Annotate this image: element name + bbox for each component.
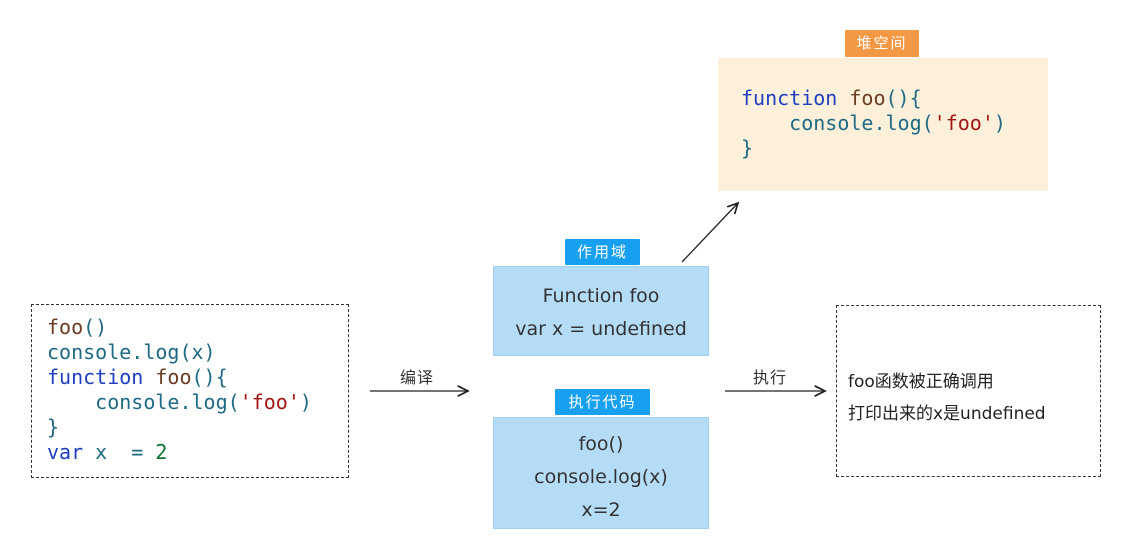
heap-code-token xyxy=(837,86,849,110)
source-code-token: (x) xyxy=(179,340,216,364)
source-code-line: console.log('foo') xyxy=(47,390,312,415)
source-code-box: foo()console.log(x)function foo(){ conso… xyxy=(31,304,349,478)
heap-box: function foo(){ console.log('foo')} xyxy=(718,58,1048,191)
source-code-token: } xyxy=(47,415,60,439)
source-code-token: 'foo' xyxy=(239,390,300,414)
exec-line-1: foo() xyxy=(578,433,624,455)
scope-tag: 作用域 xyxy=(565,239,640,265)
result-line-1: foo函数被正确调用 xyxy=(848,372,994,392)
heap-code-token: foo xyxy=(849,86,886,110)
exec-code-tag: 执行代码 xyxy=(555,389,650,415)
source-code-line: foo() xyxy=(47,315,312,340)
heap-code-token: log( xyxy=(885,111,934,135)
scope-box: Function foo var x = undefined xyxy=(493,266,709,356)
source-code-token: . xyxy=(179,390,192,414)
heap-code-token: 'foo' xyxy=(933,111,994,135)
source-code-token: foo xyxy=(47,315,84,339)
heap-code-token: ) xyxy=(993,111,1006,135)
source-code-line: console.log(x) xyxy=(47,340,312,365)
heap-code-token: (){ xyxy=(885,86,922,110)
source-code: foo()console.log(x)function foo(){ conso… xyxy=(47,315,312,465)
heap-code-token: } xyxy=(741,136,754,160)
heap-code-token: console xyxy=(741,111,874,135)
source-code-line: var x = 2 xyxy=(47,440,312,465)
source-code-token: log xyxy=(143,340,180,364)
execute-label: 执行 xyxy=(753,368,788,387)
source-code-token: console xyxy=(47,390,180,414)
source-code-token: x = xyxy=(83,440,156,464)
heap-code-line: } xyxy=(741,136,1006,161)
scope-line-2: var x = undefined xyxy=(515,318,687,340)
source-code-token: function xyxy=(47,365,144,389)
result-box: foo函数被正确调用 打印出来的x是undefined xyxy=(836,305,1101,477)
source-code-token: . xyxy=(131,340,144,364)
source-code-token: foo xyxy=(155,365,192,389)
heap-code-line: function foo(){ xyxy=(741,86,1006,111)
exec-line-3: x=2 xyxy=(581,499,621,521)
heap-code-token: function xyxy=(741,86,838,110)
compile-label: 编译 xyxy=(400,368,435,387)
exec-line-2: console.log(x) xyxy=(534,466,668,488)
source-code-token: (){ xyxy=(191,365,228,389)
source-code-token: 2 xyxy=(155,440,168,464)
source-code-token: () xyxy=(83,315,108,339)
source-code-line: function foo(){ xyxy=(47,365,312,390)
source-code-line: } xyxy=(47,415,312,440)
source-code-token: ) xyxy=(299,390,312,414)
source-code-token: var xyxy=(47,440,84,464)
heap-code-line: console.log('foo') xyxy=(741,111,1006,136)
heap-arrow xyxy=(681,203,738,263)
result-line-2: 打印出来的x是undefined xyxy=(848,404,1046,424)
source-code-token: console xyxy=(47,340,132,364)
heap-code: function foo(){ console.log('foo')} xyxy=(741,86,1006,161)
heap-tag: 堆空间 xyxy=(845,30,919,57)
heap-code-token: . xyxy=(873,111,886,135)
source-code-token: log( xyxy=(191,390,240,414)
exec-code-box: foo() console.log(x) x=2 xyxy=(493,417,709,529)
scope-line-1: Function foo xyxy=(542,285,660,307)
